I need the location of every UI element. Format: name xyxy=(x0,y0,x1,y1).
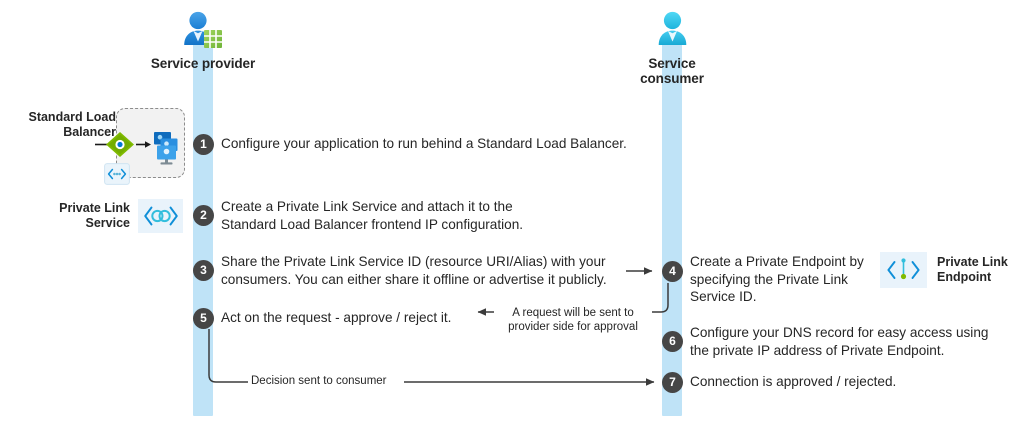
step-text-1: Configure your application to run behind… xyxy=(221,135,691,153)
load-balancer-icon xyxy=(95,132,178,165)
resource-label-private-link-service-text: Private Link Service xyxy=(59,201,130,230)
step-text-3-body: Share the Private Link Service ID (resou… xyxy=(221,254,607,287)
approval-request-arrow-label: A request will be sent to provider side … xyxy=(494,306,652,334)
step-badge-4-number: 4 xyxy=(669,264,676,278)
step-badge-6: 6 xyxy=(662,331,683,352)
step-text-5-body: Act on the request - approve / reject it… xyxy=(221,310,452,325)
step-badge-5: 5 xyxy=(193,308,214,329)
step-text-3: Share the Private Link Service ID (resou… xyxy=(221,253,641,288)
step-badge-4: 4 xyxy=(662,261,683,282)
step-text-4-body: Create a Private Endpoint by specifying … xyxy=(690,254,864,304)
step-badge-2: 2 xyxy=(193,205,214,226)
service-consumer-icon xyxy=(658,11,687,45)
step-badge-3-number: 3 xyxy=(200,263,207,277)
step-text-7: Connection is approved / rejected. xyxy=(690,373,990,391)
service-provider-icon xyxy=(184,11,222,48)
step-badge-7-number: 7 xyxy=(669,375,676,389)
step-badge-5-number: 5 xyxy=(200,311,207,325)
step-text-1-body: Configure your application to run behind… xyxy=(221,136,627,151)
lifeline-consumer xyxy=(662,34,682,416)
step-badge-2-number: 2 xyxy=(200,208,207,222)
actor-label-provider-text: Service provider xyxy=(150,56,256,71)
resource-label-standard-load-balancer: Standard Load Balancer xyxy=(6,110,116,140)
step-text-2: Create a Private Link Service and attach… xyxy=(221,198,671,233)
step-badge-6-number: 6 xyxy=(669,334,676,348)
step-text-4: Create a Private Endpoint by specifying … xyxy=(690,253,880,306)
actor-label-provider: Service provider xyxy=(148,56,258,71)
resource-label-private-link-service: Private Link Service xyxy=(20,201,130,231)
step-text-6-body: Configure your DNS record for easy acces… xyxy=(690,325,989,358)
step-badge-1-number: 1 xyxy=(200,137,207,151)
step-text-7-body: Connection is approved / rejected. xyxy=(690,374,897,389)
step-badge-1: 1 xyxy=(193,134,214,155)
private-link-endpoint-icon xyxy=(887,258,920,280)
actor-label-consumer: Service consumer xyxy=(617,56,727,86)
resource-label-private-link-endpoint: Private Link Endpoint xyxy=(937,255,1016,285)
code-badge-icon xyxy=(104,163,130,185)
resource-label-standard-load-balancer-text: Standard Load Balancer xyxy=(28,110,116,139)
step-text-5: Act on the request - approve / reject it… xyxy=(221,309,521,327)
private-link-service-icon xyxy=(144,206,178,226)
approval-request-arrow-label-text: A request will be sent to provider side … xyxy=(508,307,638,333)
step-text-6: Configure your DNS record for easy acces… xyxy=(690,324,1010,359)
resource-label-private-link-endpoint-text: Private Link Endpoint xyxy=(937,255,1008,284)
actor-label-consumer-text: Service consumer xyxy=(640,56,704,86)
decision-arrow-label-text: Decision sent to consumer xyxy=(251,375,387,387)
decision-arrow-label: Decision sent to consumer xyxy=(248,374,404,388)
step-text-2-body: Create a Private Link Service and attach… xyxy=(221,199,524,232)
step-badge-3: 3 xyxy=(193,260,214,281)
step-badge-7: 7 xyxy=(662,372,683,393)
